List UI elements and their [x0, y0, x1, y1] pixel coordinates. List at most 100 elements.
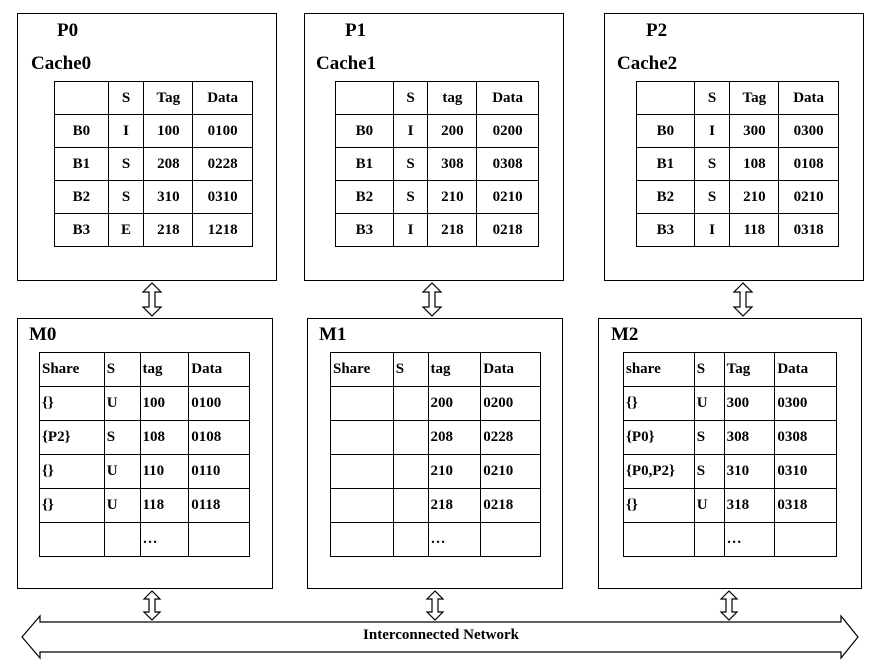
- table-cell: …: [139, 522, 190, 557]
- table-cell: 108: [729, 147, 780, 181]
- table-cell: 208: [427, 420, 482, 455]
- table-cell: [392, 522, 429, 557]
- processor-p0-label: P0: [57, 20, 79, 41]
- table-cell: 0210: [476, 180, 539, 214]
- table-row: …: [330, 522, 541, 557]
- table-cell: {P0,P2}: [623, 454, 695, 489]
- header-cell: S: [103, 352, 141, 387]
- processor-p1-label: P1: [345, 20, 367, 41]
- table-cell: 200: [427, 114, 478, 148]
- table-cell: I: [693, 114, 731, 148]
- link-p2-m2-arrow: [732, 282, 754, 317]
- table-cell: [480, 522, 541, 557]
- cache0-label: Cache0: [31, 53, 92, 74]
- table-cell: 0300: [778, 114, 839, 148]
- table-cell: B3: [54, 213, 109, 247]
- table-cell: 118: [139, 488, 190, 523]
- header-cell: tag: [427, 81, 478, 115]
- table-cell: 200: [427, 386, 482, 421]
- table-cell: B3: [335, 213, 394, 247]
- table-cell: 0100: [192, 114, 253, 148]
- memory-m2-label: M2: [611, 324, 639, 345]
- header-cell: [636, 81, 695, 115]
- header-cell: Data: [192, 81, 253, 115]
- table-cell: B2: [54, 180, 109, 214]
- table-cell: B1: [335, 147, 394, 181]
- table-cell: [774, 522, 837, 557]
- table-cell: 210: [729, 180, 780, 214]
- table-cell: 1218: [192, 213, 253, 247]
- table-cell: [330, 522, 394, 557]
- table-cell: {}: [623, 488, 695, 523]
- table-cell: 208: [143, 147, 194, 181]
- header-cell: Share: [39, 352, 105, 387]
- table-cell: 0210: [480, 454, 541, 489]
- table-cell: 0310: [774, 454, 837, 489]
- link-m1-network-arrow: [425, 590, 445, 621]
- table-cell: 0318: [774, 488, 837, 523]
- table-cell: 0318: [778, 213, 839, 247]
- table-cell: 118: [729, 213, 780, 247]
- memory-m0-label: M0: [29, 324, 57, 345]
- table-cell: S: [693, 454, 725, 489]
- table-cell: B1: [636, 147, 695, 181]
- table-cell: [623, 522, 695, 557]
- table-cell: S: [103, 420, 141, 455]
- table-cell: 300: [729, 114, 780, 148]
- table-row: …: [39, 522, 250, 557]
- processor-p2-label: P2: [646, 20, 668, 41]
- table-cell: B0: [335, 114, 394, 148]
- table-cell: 218: [143, 213, 194, 247]
- table-cell: 0308: [476, 147, 539, 181]
- table-cell: [103, 522, 141, 557]
- header-cell: [335, 81, 394, 115]
- table-cell: B3: [636, 213, 695, 247]
- table-cell: 100: [139, 386, 190, 421]
- header-cell: Data: [188, 352, 250, 387]
- table-cell: I: [693, 213, 731, 247]
- table-cell: 310: [723, 454, 776, 489]
- table-cell: [330, 488, 394, 523]
- table-cell: [39, 522, 105, 557]
- table-cell: [392, 420, 429, 455]
- table-cell: 108: [139, 420, 190, 455]
- memory-m1-label: M1: [319, 324, 347, 345]
- table-cell: B2: [335, 180, 394, 214]
- table-cell: S: [392, 180, 429, 214]
- table-cell: [188, 522, 250, 557]
- link-p1-m1-arrow: [421, 282, 443, 317]
- table-cell: 0118: [188, 488, 250, 523]
- table-cell: 0228: [480, 420, 541, 455]
- header-cell: tag: [139, 352, 190, 387]
- table-cell: B0: [54, 114, 109, 148]
- table-cell: {}: [39, 386, 105, 421]
- table-cell: 0218: [480, 488, 541, 523]
- table-cell: 318: [723, 488, 776, 523]
- header-cell: Data: [476, 81, 539, 115]
